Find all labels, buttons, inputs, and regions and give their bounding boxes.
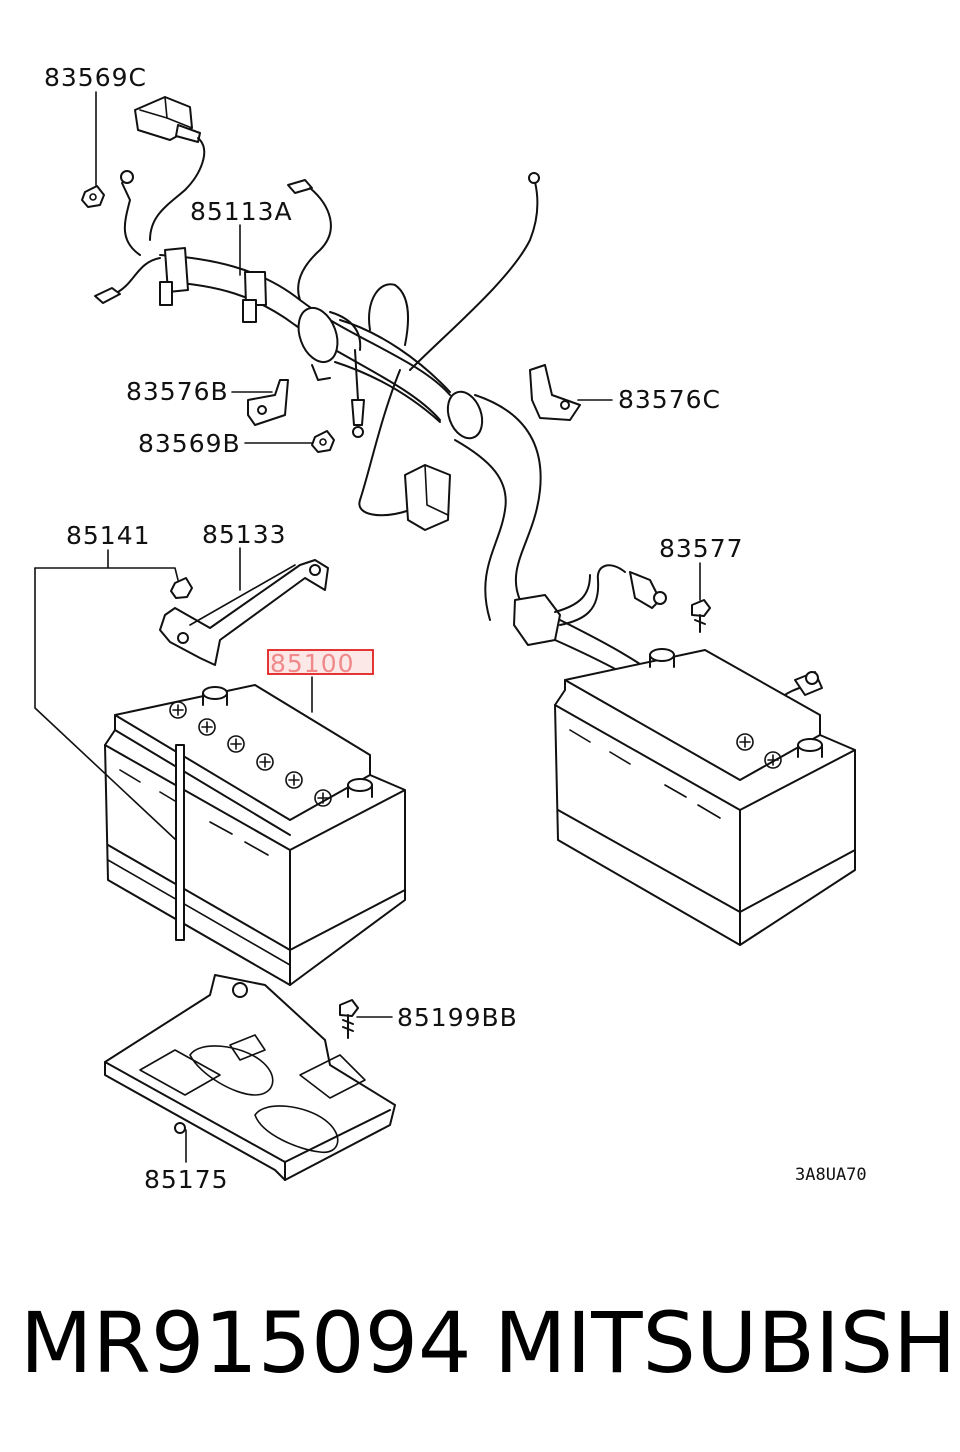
leader-lines [34, 91, 701, 1163]
bolt-85199BB-illustration [339, 999, 359, 1039]
label-85113A: 85113A [190, 197, 293, 226]
label-83569B: 83569B [138, 429, 241, 458]
label-85133: 85133 [202, 520, 287, 549]
parts-diagram: 83569C 85113A 83576B 83569B 83576C 85141… [34, 63, 867, 1194]
nut-83569C-illustration [81, 185, 105, 208]
wiring-harness-illustration [94, 96, 823, 723]
bolt-83577-illustration [691, 599, 711, 633]
bracket-83576C-illustration [529, 364, 581, 421]
label-83576C: 83576C [618, 385, 721, 414]
label-85100[interactable]: 85100 [270, 649, 355, 678]
brand-name: MITSUBISHI [494, 1294, 960, 1392]
bracket-83576B-illustration [247, 379, 289, 426]
battery-tray-illustration [104, 974, 396, 1181]
label-83577: 83577 [659, 534, 744, 563]
label-85199BB: 85199BB [397, 1003, 518, 1032]
battery-left-illustration [104, 684, 406, 986]
battery-right-illustration [554, 648, 856, 946]
label-85175: 85175 [144, 1165, 229, 1194]
label-83576B: 83576B [126, 377, 229, 406]
footer: MR915094 MITSUBISHI [0, 1288, 960, 1398]
label-85141: 85141 [66, 521, 151, 550]
highlight-box-85100 [267, 649, 374, 675]
nut-83569B-illustration [311, 430, 335, 453]
hold-down-bar-illustration [159, 559, 329, 666]
part-number: MR915094 [20, 1294, 472, 1392]
label-83569C: 83569C [44, 63, 147, 92]
figure-code: 3A8UA70 [795, 1165, 867, 1185]
